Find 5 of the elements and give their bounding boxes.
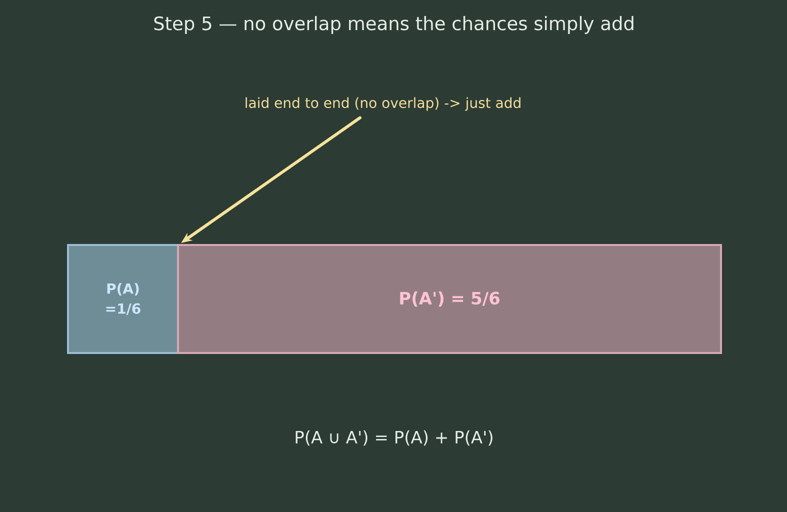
formula-text: P(A ∪ A') = P(A) + P(A')	[296, 430, 492, 446]
bar-segment: P(A) =1/6	[67, 244, 179, 354]
bar-segment: P(A') = 5/6	[177, 244, 722, 354]
title: Step 5 — no overlap means the chances simply add	[154, 16, 634, 34]
annotation-text: laid end to end (no overlap) -> just add	[246, 97, 520, 111]
